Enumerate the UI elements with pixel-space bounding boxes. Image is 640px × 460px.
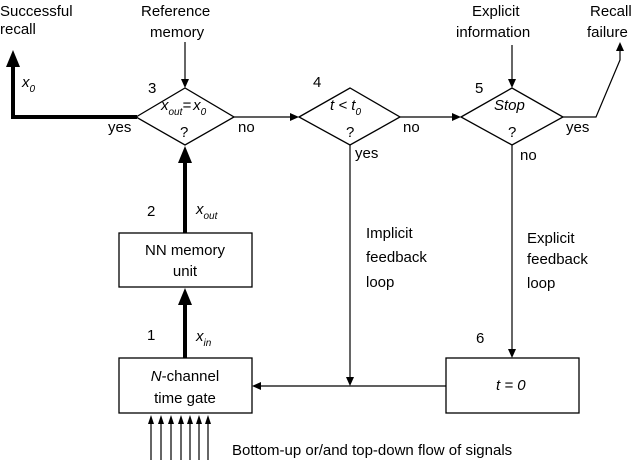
stop-question: ? — [508, 124, 516, 141]
nn-memory-text-2: unit — [173, 263, 198, 280]
stop-yes: yes — [566, 119, 589, 136]
comparison-text: xout=x0 — [160, 97, 207, 118]
signal-flow-label: Bottom-up or/and top-down flow of signal… — [232, 442, 512, 459]
reference-arrowhead — [181, 79, 189, 88]
time-check-yes: yes — [355, 145, 378, 162]
nn-memory-box — [118, 232, 253, 288]
comparison-yes: yes — [108, 119, 131, 136]
step-6-number: 6 — [476, 330, 484, 347]
comparison-no: no — [238, 119, 255, 136]
time-check-question: ? — [346, 124, 354, 141]
stop-no: no — [520, 147, 537, 164]
reset-box — [445, 357, 580, 414]
explicit-label-1: Explicit — [527, 230, 575, 247]
explicit-label-2: feedback — [527, 251, 588, 268]
explicit-label-3: loop — [527, 275, 555, 292]
time-check-text: t < t0 — [330, 97, 361, 118]
explicit-info-label-1: Explicit — [472, 3, 520, 20]
step-4-number: 4 — [313, 74, 321, 91]
feedback-to-gate-arrowhead — [252, 382, 261, 390]
step-2-number: 2 — [147, 203, 155, 220]
time-gate-box — [118, 357, 253, 414]
time-check-no: no — [403, 119, 420, 136]
x0-label: x0 — [21, 74, 36, 95]
comparison-question: ? — [180, 124, 188, 141]
recall-label: recall — [0, 21, 36, 38]
failure-arrowhead — [616, 42, 624, 51]
input-signal-arrows — [148, 415, 211, 460]
failure-path — [563, 50, 621, 118]
explicit-feedback-arrowhead — [508, 349, 516, 358]
implicit-label-2: feedback — [366, 249, 427, 266]
link-3-to-4-arrowhead — [290, 113, 299, 121]
stop-text: Stop — [494, 97, 525, 114]
xin-label: xin — [195, 328, 212, 349]
implicit-label-1: Implicit — [366, 225, 414, 242]
step-5-number: 5 — [475, 80, 483, 97]
link-4-to-5-arrowhead — [452, 113, 461, 121]
reset-text: t = 0 — [496, 377, 526, 394]
step-1-number: 1 — [147, 327, 155, 344]
success-arrowhead — [6, 50, 20, 67]
explicit-info-arrowhead — [508, 79, 516, 88]
xout-label: xout — [195, 201, 219, 222]
successful-label: Successful — [0, 3, 73, 20]
xout-arrowhead — [178, 146, 192, 163]
explicit-info-label-2: information — [456, 24, 530, 41]
step-3-number: 3 — [148, 80, 156, 97]
reference-label: Reference — [141, 3, 210, 20]
recall-failure-label-2: failure — [587, 24, 628, 41]
time-gate-text-1: N-channel — [151, 368, 219, 385]
implicit-label-3: loop — [366, 274, 394, 291]
nn-memory-text-1: NN memory — [145, 242, 226, 259]
implicit-feedback-arrowhead — [346, 377, 354, 386]
xin-arrowhead — [178, 288, 192, 305]
recall-failure-label-1: Recall — [590, 3, 632, 20]
success-path — [11, 66, 137, 119]
memory-label: memory — [150, 24, 205, 41]
time-gate-text-2: time gate — [154, 390, 216, 407]
